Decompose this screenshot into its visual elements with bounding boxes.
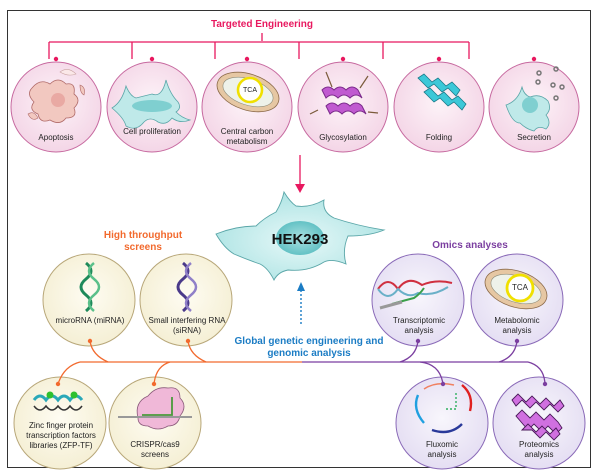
targeted-circle-glycosylation: [297, 56, 389, 153]
proliferation-label: Cell proliferation: [123, 127, 181, 136]
omics-circle-transcriptomic: [371, 253, 465, 347]
carbon-metabolism-label: Central carbon metabolism: [220, 127, 274, 146]
fluxomic-label: Fluxomic analysis: [425, 440, 458, 459]
omics-circle-fluxomic: [395, 376, 489, 470]
flux-arrows-icon: [414, 382, 473, 434]
screens-circle-zfp: [13, 376, 107, 470]
glycoprotein-icon: [321, 86, 367, 115]
zinc-finger-icon: [32, 391, 84, 411]
sirna-label: Small interfering RNA (siRNA): [148, 316, 226, 335]
global-arrow: [297, 282, 305, 324]
tca-badge-targeted: TCA: [243, 87, 257, 94]
screens-connectors: [57, 340, 302, 385]
targeted-connectors: [48, 33, 470, 186]
arrow-down-icon: [295, 184, 305, 193]
omics-title: Omics analyses: [432, 240, 508, 251]
targeted-engineering-title: Targeted Engineering: [210, 19, 314, 30]
tca-cycle-icon: [505, 273, 535, 303]
screens-circle-mirna: [42, 253, 136, 347]
tca-cycle-icon: [236, 76, 264, 104]
omics-connectors: [302, 340, 546, 385]
screens-title: High throughput screens: [103, 230, 183, 253]
transcription-icon: [377, 279, 453, 310]
protein-helix-icon: [417, 73, 467, 111]
dna-helix-green-icon: [79, 261, 93, 313]
zfp-tf-label: Zinc finger protein transcription factor…: [26, 421, 96, 450]
global-engineering-title: Global genetic engineering and genomic a…: [234, 336, 384, 359]
omics-circle-proteomics: [492, 376, 586, 470]
targeted-circle-proliferation: [106, 56, 198, 153]
folding-label: Folding: [425, 133, 453, 142]
metabolomic-label: Metabolomic analysis: [494, 316, 540, 335]
targeted-circle-secretion: [488, 56, 580, 153]
glycosylation-label: Glycosylation: [319, 133, 367, 142]
apoptosis-label: Apoptosis: [38, 133, 74, 142]
secretion-label: Secretion: [517, 133, 551, 142]
dna-helix-purple-icon: [176, 261, 190, 313]
hek293-label: HEK293: [271, 231, 329, 248]
screens-circle-sirna: [139, 253, 233, 347]
mirna-label: microRNA (miRNA): [55, 316, 125, 325]
tca-badge-omics: TCA: [512, 283, 528, 292]
arrow-up-icon: [297, 282, 305, 291]
hek293-cell: [215, 190, 386, 282]
protein-structure-icon: [511, 393, 565, 441]
targeted-circle-folding: [393, 56, 485, 153]
crispr-label: CRISPR/cas9 screens: [130, 440, 180, 459]
omics-circle-metabolomic: [470, 253, 564, 347]
targeted-circle-carbon: [201, 56, 293, 153]
proteomics-label: Proteomics analysis: [518, 440, 559, 459]
targeted-circle-apoptosis: [10, 56, 102, 153]
transcriptomic-label: Transcriptomic analysis: [392, 316, 446, 335]
